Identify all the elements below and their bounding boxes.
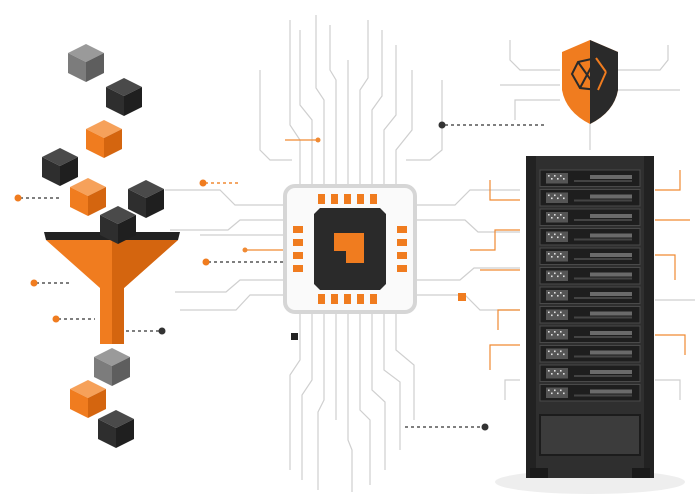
- processor-chip-icon: [283, 184, 417, 314]
- data-cubes-output: [70, 348, 134, 448]
- server-unit: [539, 384, 641, 402]
- server-unit: [539, 247, 641, 265]
- server-unit: [539, 267, 641, 285]
- server-unit: [539, 325, 641, 343]
- funnel-icon: [44, 232, 180, 344]
- server-unit: [539, 286, 641, 304]
- data-cubes-input: [42, 44, 164, 244]
- server-traces: [470, 170, 695, 400]
- scattered-dots: [242, 137, 466, 340]
- server-unit: [539, 189, 641, 207]
- circuit-traces: [165, 15, 520, 492]
- server-unit: [539, 345, 641, 363]
- server-unit: [539, 169, 641, 187]
- server-unit: [539, 228, 641, 246]
- shield-traces: [500, 40, 680, 150]
- security-shield-icon: [562, 40, 618, 124]
- server-unit: [539, 208, 641, 226]
- dashed-connectors: [14, 121, 545, 431]
- server-unit: [539, 364, 641, 382]
- server-rack-icon: [495, 156, 685, 494]
- server-units: [539, 169, 641, 402]
- server-unit: [539, 306, 641, 324]
